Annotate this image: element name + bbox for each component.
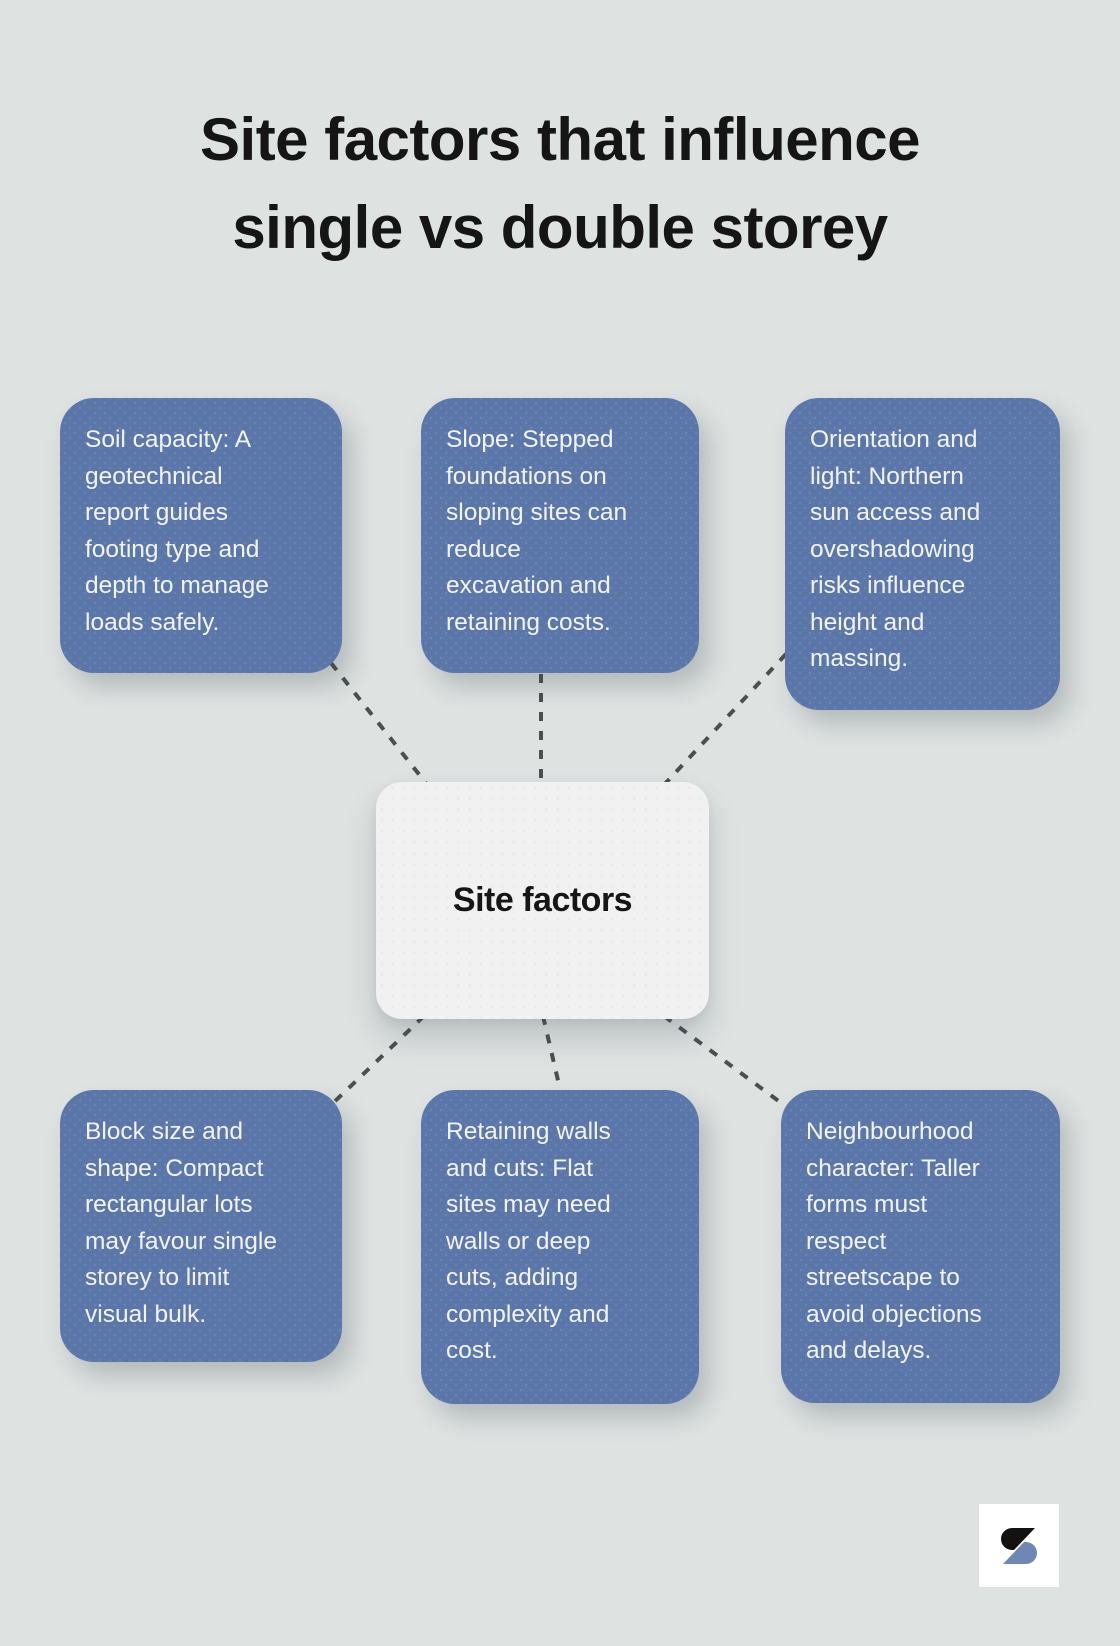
- card-soil-capacity: Soil capacity: A geotechnical report gui…: [60, 398, 342, 673]
- card-block-size-and-shape: Block size and shape: Compact rectangula…: [60, 1090, 342, 1362]
- connector-line-top-right: [660, 652, 788, 789]
- center-node-label: Site factors: [452, 881, 633, 919]
- card-neighbourhood-character-text: Neighbourhood character: Taller forms mu…: [806, 1118, 982, 1364]
- card-retaining-walls-and-cuts-text: Retaining walls and cuts: Flat sites may…: [446, 1118, 611, 1364]
- card-orientation-and-light-text: Orientation and light: Northern sun acce…: [810, 426, 981, 672]
- connector-line-bottom-middle: [541, 1015, 562, 1090]
- card-soil-capacity-text: Soil capacity: A geotechnical report gui…: [85, 426, 269, 636]
- card-slope-text: Slope: Stepped foundations on sloping si…: [446, 426, 628, 636]
- center-node: Site factors: [376, 782, 709, 1019]
- card-block-size-and-shape-text: Block size and shape: Compact rectangula…: [85, 1118, 278, 1328]
- page-title: Site factors that influence single vs do…: [200, 106, 920, 261]
- card-orientation-and-light: Orientation and light: Northern sun acce…: [785, 398, 1060, 710]
- card-slope: Slope: Stepped foundations on sloping si…: [421, 398, 699, 673]
- brand-logo: [979, 1504, 1059, 1587]
- card-neighbourhood-character: Neighbourhood character: Taller forms mu…: [781, 1090, 1060, 1403]
- connector-line-bottom-left: [330, 1014, 426, 1106]
- connector-line-top-left: [329, 661, 431, 789]
- connector-line-bottom-right: [662, 1014, 790, 1110]
- card-retaining-walls-and-cuts: Retaining walls and cuts: Flat sites may…: [421, 1090, 699, 1404]
- brand-logo-icon: [1001, 1527, 1037, 1564]
